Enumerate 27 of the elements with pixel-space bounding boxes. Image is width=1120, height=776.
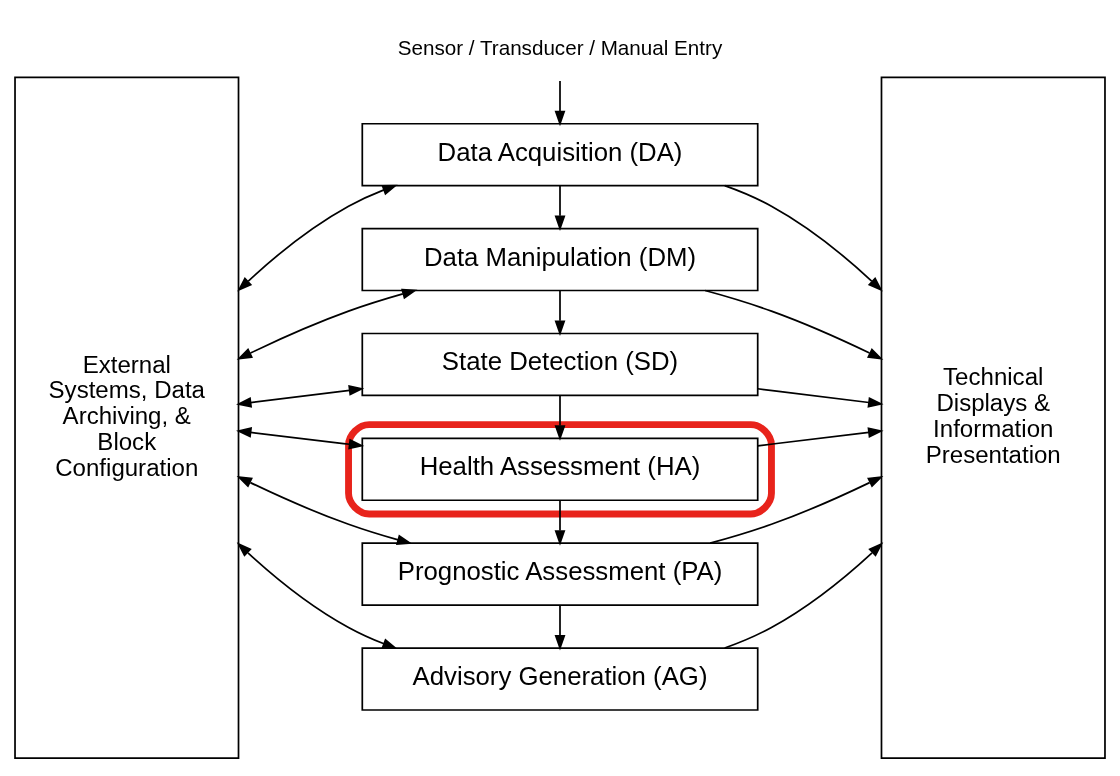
arrow — [236, 541, 398, 649]
arrow — [554, 289, 566, 336]
arrow — [554, 603, 566, 650]
node-box: Health Assessment (HA) — [361, 437, 759, 501]
arrow — [756, 426, 884, 447]
arrow — [704, 289, 884, 360]
node-box: Prognostic Assessment (PA) — [361, 541, 759, 606]
node-box: Data Manipulation (DM) — [361, 227, 759, 291]
arrow — [723, 184, 883, 292]
arrow — [723, 541, 884, 649]
arrow — [554, 184, 566, 231]
node-text: Sensor / Transducer / Manual Entry — [397, 35, 723, 59]
node-box: Data Acquisition (DA) — [361, 122, 759, 186]
arrow — [554, 394, 566, 441]
arrow — [709, 475, 884, 544]
arrow — [236, 475, 413, 545]
arrow — [236, 288, 418, 360]
arrow — [756, 387, 884, 408]
node-box: State Detection (SD) — [361, 332, 759, 396]
node-box: External Systems, Data Archiving, & Block Configuration — [14, 75, 240, 759]
node-box: Technical Displays & Information Presentation — [880, 75, 1106, 759]
arrow — [236, 384, 365, 408]
arrow — [554, 79, 566, 126]
arrow — [237, 184, 398, 292]
node-box: Advisory Generation (AG) — [361, 646, 759, 711]
arrow — [554, 499, 566, 546]
arrow — [236, 426, 365, 450]
